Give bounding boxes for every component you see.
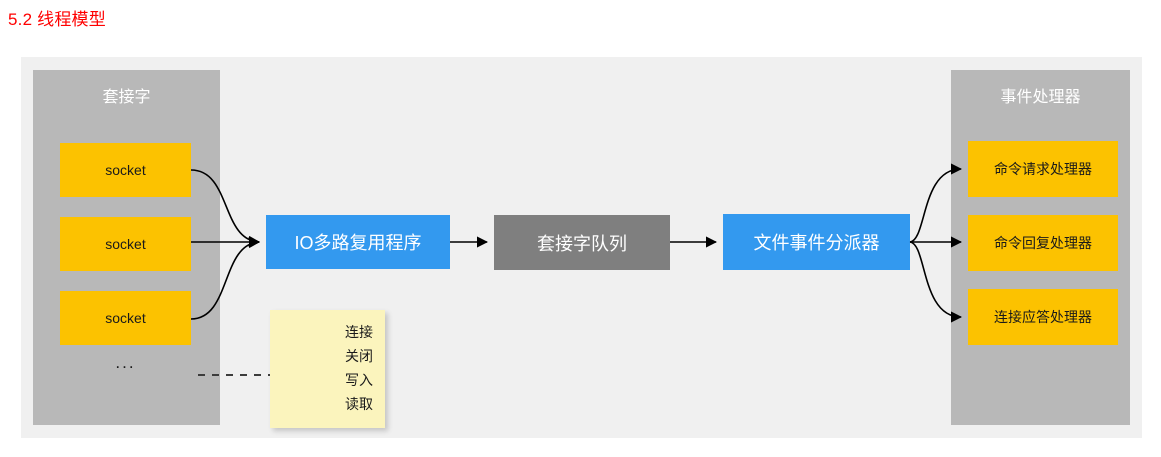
io-multiplex-node[interactable]: IO多路复用程序 (266, 215, 450, 269)
socket-node-2[interactable]: socket (60, 217, 191, 271)
group-event-handlers-title: 事件处理器 (1000, 89, 1081, 106)
handler-node-command-request[interactable]: 命令请求处理器 (968, 141, 1118, 197)
socket-node-3[interactable]: socket (60, 291, 191, 345)
diagram-canvas: 套接字 socket socket socket ... IO多路复用程序 套接… (21, 57, 1142, 438)
socket-node-2-label: socket (105, 236, 146, 252)
socket-node-3-label: socket (105, 310, 146, 326)
sticky-note-line-1: 连接 (345, 324, 373, 340)
file-event-dispatcher-label: 文件事件分派器 (753, 233, 880, 253)
socket-node-1[interactable]: socket (60, 143, 191, 197)
sticky-note-line-3: 写入 (345, 372, 373, 388)
socket-node-1-label: socket (105, 162, 146, 178)
handler-node-connection-accept-label: 连接应答处理器 (994, 309, 1092, 325)
group-sockets-title: 套接字 (102, 89, 151, 106)
handler-node-connection-accept[interactable]: 连接应答处理器 (968, 289, 1118, 345)
sticky-note-line-4: 读取 (345, 396, 373, 412)
socket-queue-node[interactable]: 套接字队列 (494, 215, 670, 270)
socket-queue-label: 套接字队列 (537, 233, 627, 254)
file-event-dispatcher-node[interactable]: 文件事件分派器 (723, 214, 910, 270)
handler-node-command-reply-label: 命令回复处理器 (994, 235, 1092, 251)
handler-node-command-request-label: 命令请求处理器 (994, 161, 1092, 177)
handler-node-command-reply[interactable]: 命令回复处理器 (968, 215, 1118, 271)
sticky-note-line-2: 关闭 (345, 348, 373, 364)
io-multiplex-label: IO多路复用程序 (294, 233, 422, 253)
socket-list-ellipsis: ... (115, 353, 136, 372)
sticky-note[interactable]: 连接 关闭 写入 读取 (270, 310, 385, 428)
page-title: 5.2 线程模型 (8, 10, 106, 29)
